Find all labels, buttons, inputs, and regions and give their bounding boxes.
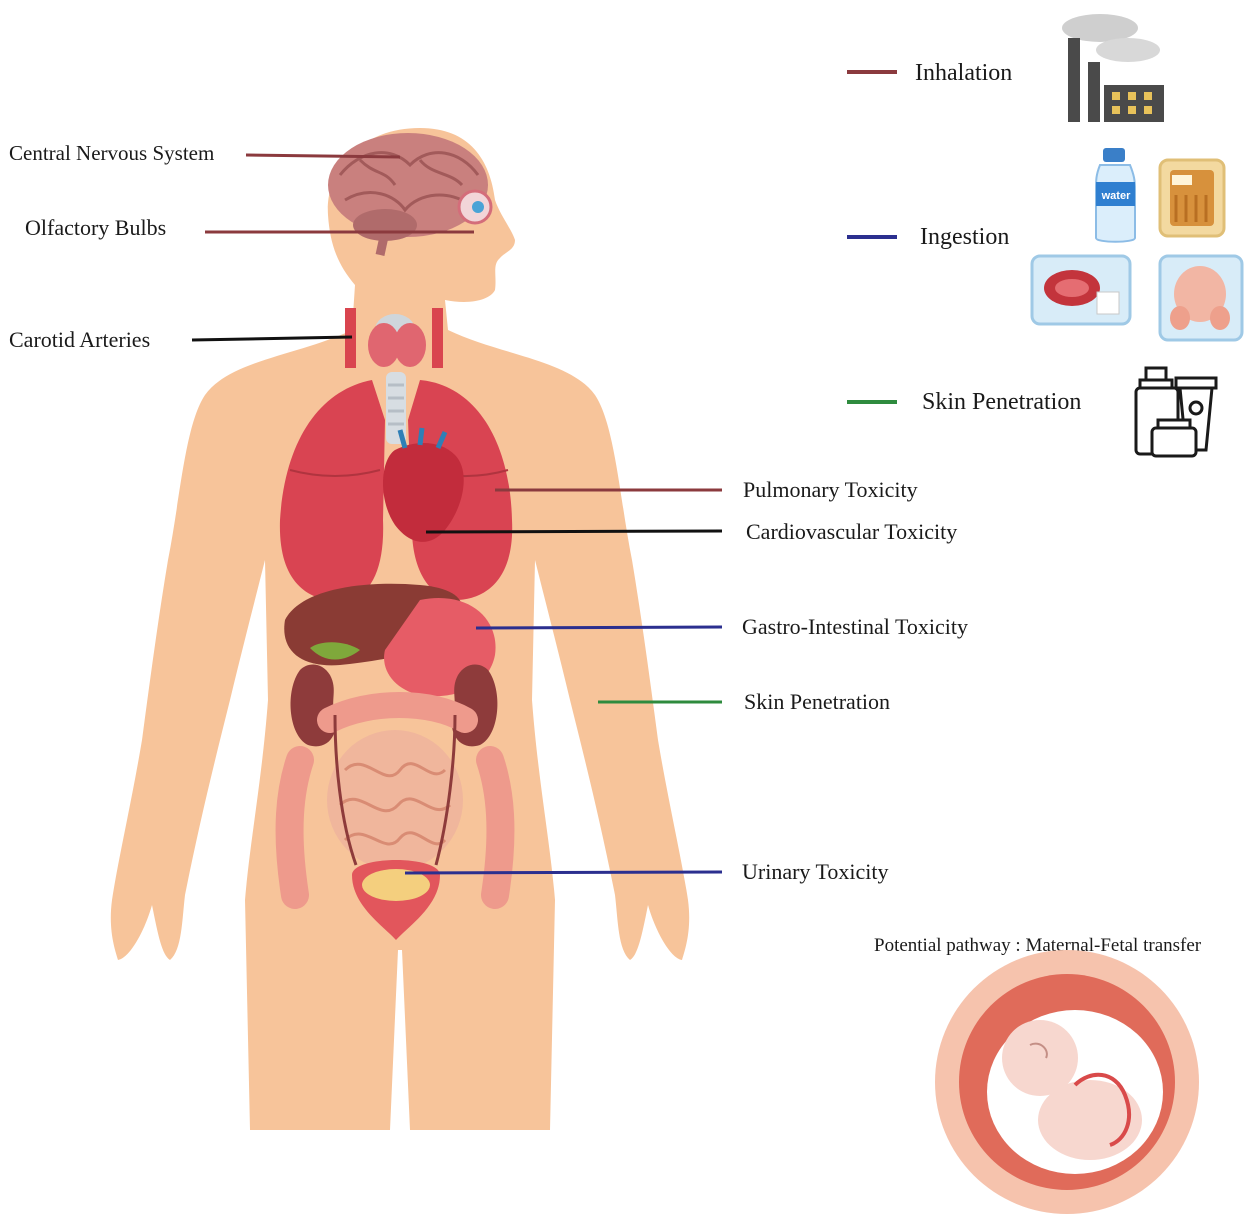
factory-icon — [1062, 14, 1164, 122]
packaged-poultry-icon — [1160, 256, 1242, 340]
label-cardiovascular: Cardiovascular Toxicity — [746, 519, 957, 544]
cardiovascular-leader — [426, 531, 722, 532]
fetal-title: Potential pathway : Maternal-Fetal trans… — [874, 935, 1202, 956]
label-skin: Skin Penetration — [744, 689, 890, 714]
gastro-leader — [476, 627, 722, 628]
maternal-fetal-section: Potential pathway : Maternal-Fetal trans… — [874, 935, 1202, 1214]
label-urinary: Urinary Toxicity — [742, 859, 889, 884]
legend-skin-label: Skin Penetration — [922, 389, 1081, 415]
packaged-meat-icon — [1032, 256, 1130, 324]
legend-inhalation-label: Inhalation — [915, 60, 1012, 86]
cosmetics-bottles-icon — [1136, 368, 1216, 456]
label-cns: Central Nervous System — [9, 141, 214, 165]
water-bottle-icon: water — [1096, 148, 1135, 242]
urinary-leader — [405, 872, 722, 873]
label-olfactory: Olfactory Bulbs — [25, 215, 166, 240]
carotid-leader — [192, 337, 352, 340]
water-bottle-text: water — [1101, 190, 1131, 202]
cns-leader — [246, 155, 400, 157]
fetus-in-womb-icon — [935, 950, 1199, 1214]
legend: Inhalation Ingestion Skin Penetration wa… — [847, 14, 1242, 456]
label-gastro: Gastro-Intestinal Toxicity — [742, 614, 968, 639]
legend-ingestion-label: Ingestion — [920, 224, 1009, 250]
packaged-food-icon — [1160, 160, 1224, 236]
label-pulmonary: Pulmonary Toxicity — [743, 477, 918, 502]
label-carotid: Carotid Arteries — [9, 327, 150, 352]
